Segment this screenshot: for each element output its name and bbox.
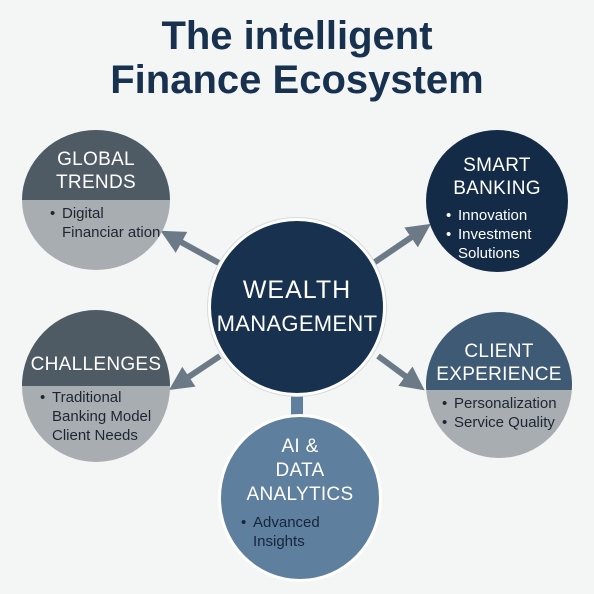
client-experience-list: Personalization Service Quality: [442, 394, 572, 432]
arrow-to-smart-banking: [370, 223, 431, 267]
node-wealth-management: WEALTH MANAGEMENT: [208, 218, 386, 396]
arrow-to-challenges: [169, 353, 222, 390]
title-line-2: Finance Ecosystem: [110, 58, 484, 102]
challenges-item-1: Traditional: [40, 388, 170, 407]
node-client-experience: CLIENT EXPERIENCE Personalization Servic…: [426, 312, 572, 458]
smart-banking-item-3: Solutions: [458, 245, 520, 262]
arrow-to-client-experience: [376, 353, 425, 391]
ai-data-title-1: AI &: [281, 436, 319, 457]
ai-data-title-3: ANALYTICS: [246, 484, 354, 505]
smart-banking-item-2: Investment: [446, 225, 568, 244]
smart-banking-item-1: Innovation: [446, 206, 568, 225]
connector-stem: [291, 394, 303, 418]
title-line-1: The intelligent: [161, 14, 433, 58]
node-client-experience-body: Personalization Service Quality: [426, 394, 572, 458]
node-ai-data-analytics: AI & DATA ANALYTICS Advanced Insights: [218, 414, 382, 582]
ai-data-item-2: Insights: [253, 533, 305, 550]
ai-data-item-1: Advanced: [241, 513, 379, 532]
node-global-trends-body: Digital Financiar ation: [22, 204, 170, 270]
node-wealth-management-label: WEALTH MANAGEMENT: [211, 221, 383, 393]
client-experience-title-1: CLIENT: [464, 341, 534, 362]
client-experience-title-2: EXPERIENCE: [436, 364, 562, 385]
global-trends-list: Digital Financiar ation: [50, 204, 170, 242]
page-title: The intelligent Finance Ecosystem: [0, 14, 594, 102]
node-smart-banking-header: SMART BANKING: [426, 130, 568, 206]
node-challenges-header: CHALLENGES: [22, 310, 170, 386]
node-smart-banking-body: Innovation Investment Solutions: [426, 206, 568, 272]
smart-banking-list: Innovation Investment Solutions: [446, 206, 568, 263]
node-smart-banking: SMART BANKING Innovation Investment Solu…: [426, 130, 568, 272]
challenges-item-2: Banking Model: [52, 408, 152, 425]
wealth-management-title-1: WEALTH: [242, 276, 352, 304]
global-trends-item-2: Financiar ation: [62, 224, 161, 241]
wealth-management-title-2: MANAGEMENT: [216, 311, 378, 336]
global-trends-item-1: Digital: [50, 204, 170, 223]
node-ai-data-analytics-header: AI & DATA ANALYTICS: [221, 435, 379, 517]
ai-data-list: Advanced Insights: [241, 513, 379, 551]
global-trends-title-1: GLOBAL: [57, 149, 135, 170]
node-challenges: CHALLENGES Traditional Banking Model Cli…: [22, 310, 170, 462]
challenges-title: CHALLENGES: [30, 354, 162, 375]
node-challenges-body: Traditional Banking Model Client Needs: [22, 388, 170, 462]
node-global-trends: GLOBAL TRENDS Digital Financiar ation: [22, 130, 170, 270]
client-experience-item-1: Personalization: [442, 394, 572, 413]
node-global-trends-header: GLOBAL TRENDS: [22, 130, 170, 200]
global-trends-title-2: TRENDS: [56, 172, 136, 193]
challenges-item-3: Client Needs: [52, 427, 138, 444]
node-ai-data-analytics-body: Advanced Insights: [221, 513, 379, 579]
ai-data-title-2: DATA: [275, 460, 325, 481]
client-experience-item-2: Service Quality: [442, 413, 572, 432]
smart-banking-title-2: BANKING: [453, 178, 541, 199]
smart-banking-title-1: SMART: [463, 155, 531, 176]
node-client-experience-header: CLIENT EXPERIENCE: [426, 312, 572, 390]
challenges-list: Traditional Banking Model Client Needs: [40, 388, 170, 445]
